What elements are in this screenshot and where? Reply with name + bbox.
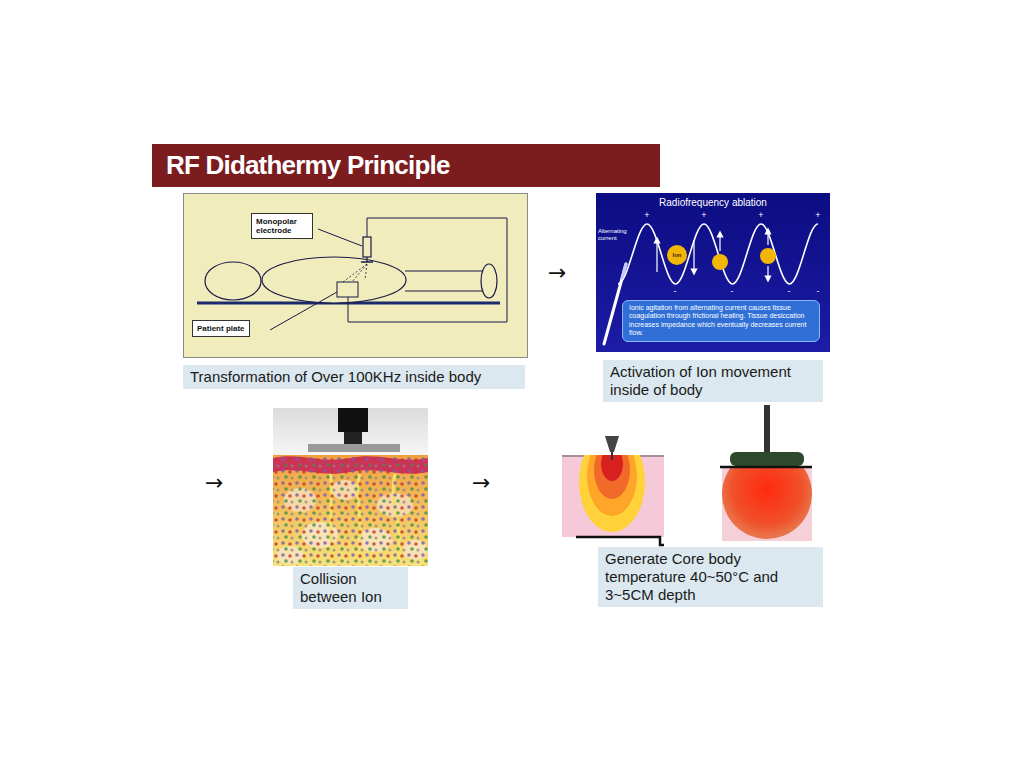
ablation-panel-part <box>719 234 720 251</box>
caption-box: Transformation of Over 100KHz inside bod… <box>183 365 525 389</box>
monopolar-setup-part <box>184 194 528 358</box>
heating-illustration-part <box>730 452 804 466</box>
tissue-illustration-part <box>308 444 400 452</box>
tissue-illustration-part-part <box>273 456 428 473</box>
heating-illustration-part-part <box>587 455 637 516</box>
panel-title: Radiofrequency ablation <box>596 197 830 209</box>
node-text: Patient plate <box>197 324 245 333</box>
heating-illustration-part <box>579 455 645 532</box>
monopolar-setup-part <box>405 290 488 291</box>
polarity-sign: - <box>670 287 680 296</box>
caption-box: Activation of Ion movement inside of bod… <box>603 360 823 402</box>
monopolar-setup-part <box>481 264 497 298</box>
monopolar-setup-part <box>262 257 406 303</box>
polarity-sign: - <box>727 287 737 296</box>
heating-illustration-part <box>611 452 613 460</box>
monopolar-setup <box>184 194 528 358</box>
ion-circle: Ion <box>667 245 687 265</box>
heating-illustration-part <box>764 405 770 455</box>
monopolar-setup-part <box>365 264 367 280</box>
tissue-illustration-part <box>344 432 362 444</box>
polarity-sign: + <box>642 211 652 220</box>
ablation-panel-part <box>760 248 776 264</box>
ablation-panel-part <box>767 266 768 279</box>
flow-arrow: → <box>472 470 490 496</box>
heating-illustration-part <box>605 436 619 452</box>
node-text: Transformation of Over 100KHz inside bod… <box>190 368 518 386</box>
tissue-illustration-part-part <box>273 455 428 566</box>
caption-box: Generate Core body temperature 40~50°C a… <box>598 547 823 607</box>
polarity-sign: + <box>699 211 709 220</box>
tissue-illustration-part-part <box>273 456 428 473</box>
tissue-illustration-part <box>273 408 428 456</box>
ablation-panel <box>596 193 830 352</box>
monopolar-setup-part <box>352 264 367 282</box>
monopolar-setup-part <box>363 237 371 257</box>
flow-arrow: → <box>205 470 223 496</box>
heating-illustration-part-part <box>594 455 630 499</box>
caption-box: Collision between Ion <box>293 567 408 609</box>
ablation-panel-part <box>712 254 728 270</box>
node-text: Ionic agitation from alternating current… <box>629 304 813 338</box>
tissue-illustration-part <box>273 455 428 566</box>
monopolar-setup-part <box>343 264 367 282</box>
polarity-sign: - <box>784 287 794 296</box>
monopolar-setup-part <box>361 261 373 263</box>
heating-illustration-part-part <box>579 455 645 532</box>
title-text: RF Didathermy Principle <box>166 150 450 180</box>
ablation-panel-part <box>767 231 768 245</box>
monopolar-setup-part <box>405 270 488 271</box>
title-band: RF Didathermy Principle <box>152 144 660 187</box>
monopolar-setup-part <box>348 218 507 322</box>
monopolar-setup-part <box>318 229 362 246</box>
heating-illustration-part <box>720 466 812 469</box>
plate-tag: Patient plate <box>192 320 250 337</box>
ablation-panel-part <box>596 193 830 352</box>
polarity-sign: + <box>756 211 766 220</box>
node-text: Collision between Ion <box>300 570 401 606</box>
node-text: Generate Core body temperature 40~50°C a… <box>605 550 816 604</box>
monopolar-setup-part <box>270 292 337 330</box>
polarity-sign: - <box>813 287 823 296</box>
flow-arrow: → <box>548 260 566 286</box>
heating-illustration-part <box>722 467 812 539</box>
monopolar-setup-part <box>337 282 358 297</box>
electrode-tag: Monopolar electrode <box>251 213 313 239</box>
note-box: Ionic agitation from alternating current… <box>622 300 820 342</box>
heating-illustration-part-part <box>722 467 812 539</box>
monopolar-setup-part <box>205 262 261 300</box>
heating-illustration <box>562 405 812 545</box>
ablation-panel-part <box>618 224 818 284</box>
tissue-illustration-part-part <box>273 455 428 566</box>
ablation-panel-part <box>693 240 694 272</box>
heating-illustration-part <box>576 537 664 545</box>
ablation-panel-part <box>656 240 657 272</box>
node-text: Activation of Ion movement inside of bod… <box>610 363 816 399</box>
tissue-illustration-part <box>338 408 368 432</box>
heating-illustration-part-part <box>601 455 623 481</box>
polarity-sign: + <box>813 211 823 220</box>
node-text: Ion <box>667 245 687 265</box>
ablation-panel-part <box>622 264 626 278</box>
tissue-illustration <box>273 408 428 566</box>
node-text: Monopolar electrode <box>256 217 308 235</box>
current-label: Alternating current <box>598 228 636 242</box>
